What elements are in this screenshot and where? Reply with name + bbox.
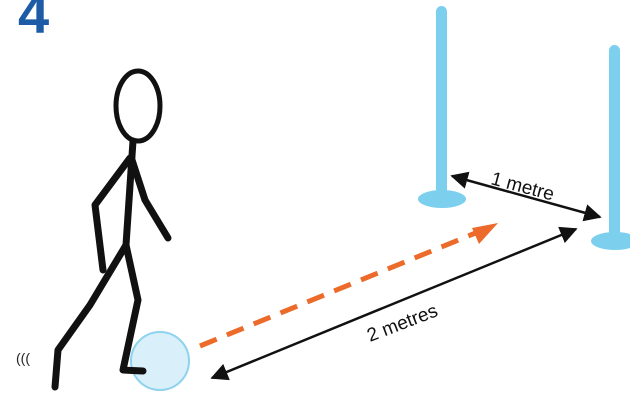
distance-arrow: [212, 229, 576, 378]
motion-lines: (((: [16, 350, 30, 366]
gap-label: 1 metre: [489, 169, 557, 206]
pass-arrow: [200, 223, 498, 346]
figure-head: [116, 71, 160, 141]
pole-right: [591, 45, 630, 250]
ball: [131, 332, 189, 390]
distance-label: 2 metres: [364, 301, 441, 347]
